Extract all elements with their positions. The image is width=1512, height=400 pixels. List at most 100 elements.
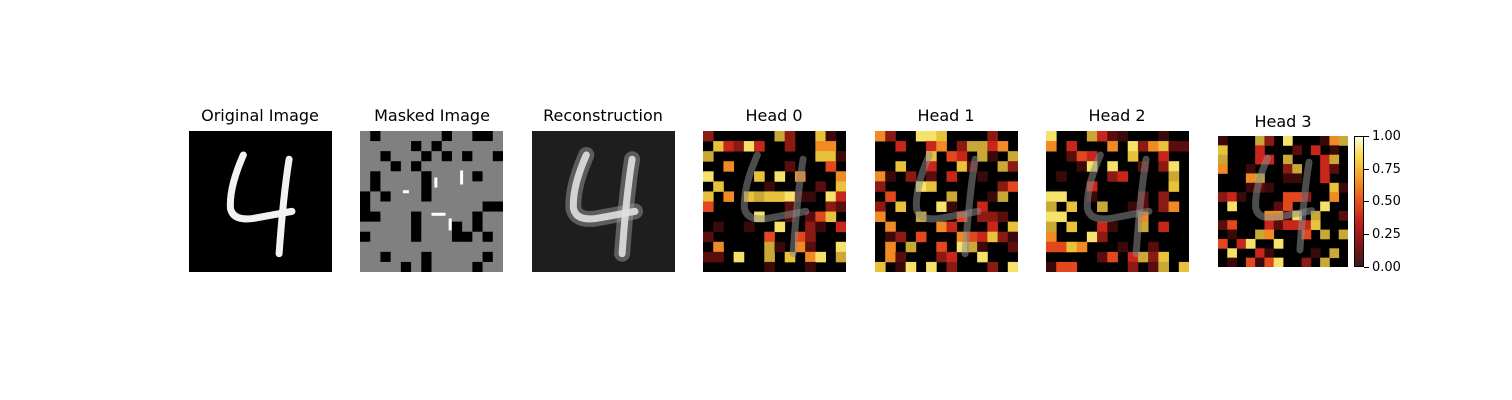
mask-patch [370,201,381,213]
attention-patch [1107,171,1118,182]
attention-patch [1007,231,1018,243]
digit-stroke [275,155,293,258]
mask-patch [472,141,484,152]
attention-patch [1066,241,1078,253]
attention-patch [977,211,988,223]
attention-patch [946,221,958,233]
attention-patch [1218,238,1228,249]
attention-patch [1137,221,1149,233]
attention-patch [1137,141,1149,152]
mask-patch [482,191,494,202]
attention-patch [1056,171,1067,182]
mask-patch [370,261,381,272]
mask-patch [360,161,371,172]
attention-patch [987,231,998,243]
attention-patch [977,231,988,243]
digit-stroke [961,155,979,258]
attention-patch [1158,141,1169,152]
digit-stroke [1083,151,1153,223]
mask-patch [390,171,402,182]
attention-patch [1292,164,1302,174]
attention-patch [815,151,826,162]
mask-patch [370,191,381,202]
mask-patch [431,231,443,243]
mask-patch [451,251,463,263]
attention-patch [885,241,896,253]
attention-patch [936,221,947,233]
attention-patch [825,141,837,152]
mask-patch [451,131,463,142]
attention-patch [825,201,837,212]
attention-patch [977,241,988,253]
mask-patch [482,251,494,263]
mask-patch [380,201,392,213]
digit-stroke [740,151,810,223]
attention-patch [1046,141,1057,152]
colorbar-tick [1364,136,1369,137]
mask-patch [492,191,503,202]
mask-patch [431,241,443,253]
mask-patch [441,151,453,162]
attention-patch [946,151,958,162]
mask-patch [360,231,371,243]
mask-patch [380,251,392,263]
mask-patch [431,161,443,172]
attention-patch [1301,229,1312,240]
attention-patch [895,251,907,263]
attention-patch [703,191,714,202]
attention-patch [1158,221,1169,233]
mask-patch [400,181,412,192]
mask-patch [380,171,392,182]
mask-patch [400,231,412,243]
digit-stroke [1132,155,1150,258]
mask-patch [482,221,494,233]
attention-patch [1264,229,1275,240]
attention-patch [1329,136,1340,146]
mask-patch [462,261,473,272]
attention-patch [1227,220,1237,230]
attention-patch [895,261,907,272]
original-image-panel [189,131,332,272]
attention-patch [1097,251,1108,263]
attention-patch [1255,248,1265,259]
attention-patch [1148,241,1159,253]
attention-patch [764,181,775,192]
attention-patch [743,141,755,152]
attention-patch [784,161,796,172]
mask-patch [360,241,371,253]
attention-patch [936,131,947,142]
panel-title-head-1: Head 1 [917,106,975,125]
mask-patch [451,201,463,213]
panel-title-head-3: Head 3 [1254,112,1312,131]
attention-patch [1301,257,1312,267]
attention-patch [794,241,806,253]
panel-title-head-0: Head 0 [745,106,803,125]
attention-patch [703,171,714,182]
mask-patch [472,251,484,263]
attention-patch [1168,171,1180,182]
attention-patch [774,221,786,233]
mask-patch [482,131,494,142]
attention-patch [977,151,988,162]
attention-patch [1273,220,1284,230]
colorbar-tick-label: 1.00 [1372,129,1401,144]
colorbar-tick-label: 0.25 [1372,227,1401,242]
attention-patch [805,261,816,272]
mask-patch [390,151,402,162]
mask-patch [390,261,402,272]
attention-patch [1007,161,1018,172]
mask-patch [411,211,422,223]
mask-patch [451,151,463,162]
attention-patch [987,191,998,202]
attention-patch [1218,145,1228,156]
digit-stroke [912,151,982,223]
attention-patch [1320,164,1330,174]
attention-patch [1066,141,1078,152]
attention-patch [1107,161,1118,172]
mask-patch [492,201,503,213]
mask-patch [431,221,443,233]
mask-patch [472,191,484,202]
mask-patch [390,191,402,202]
attention-patch [926,171,937,182]
attention-patch [815,221,826,233]
